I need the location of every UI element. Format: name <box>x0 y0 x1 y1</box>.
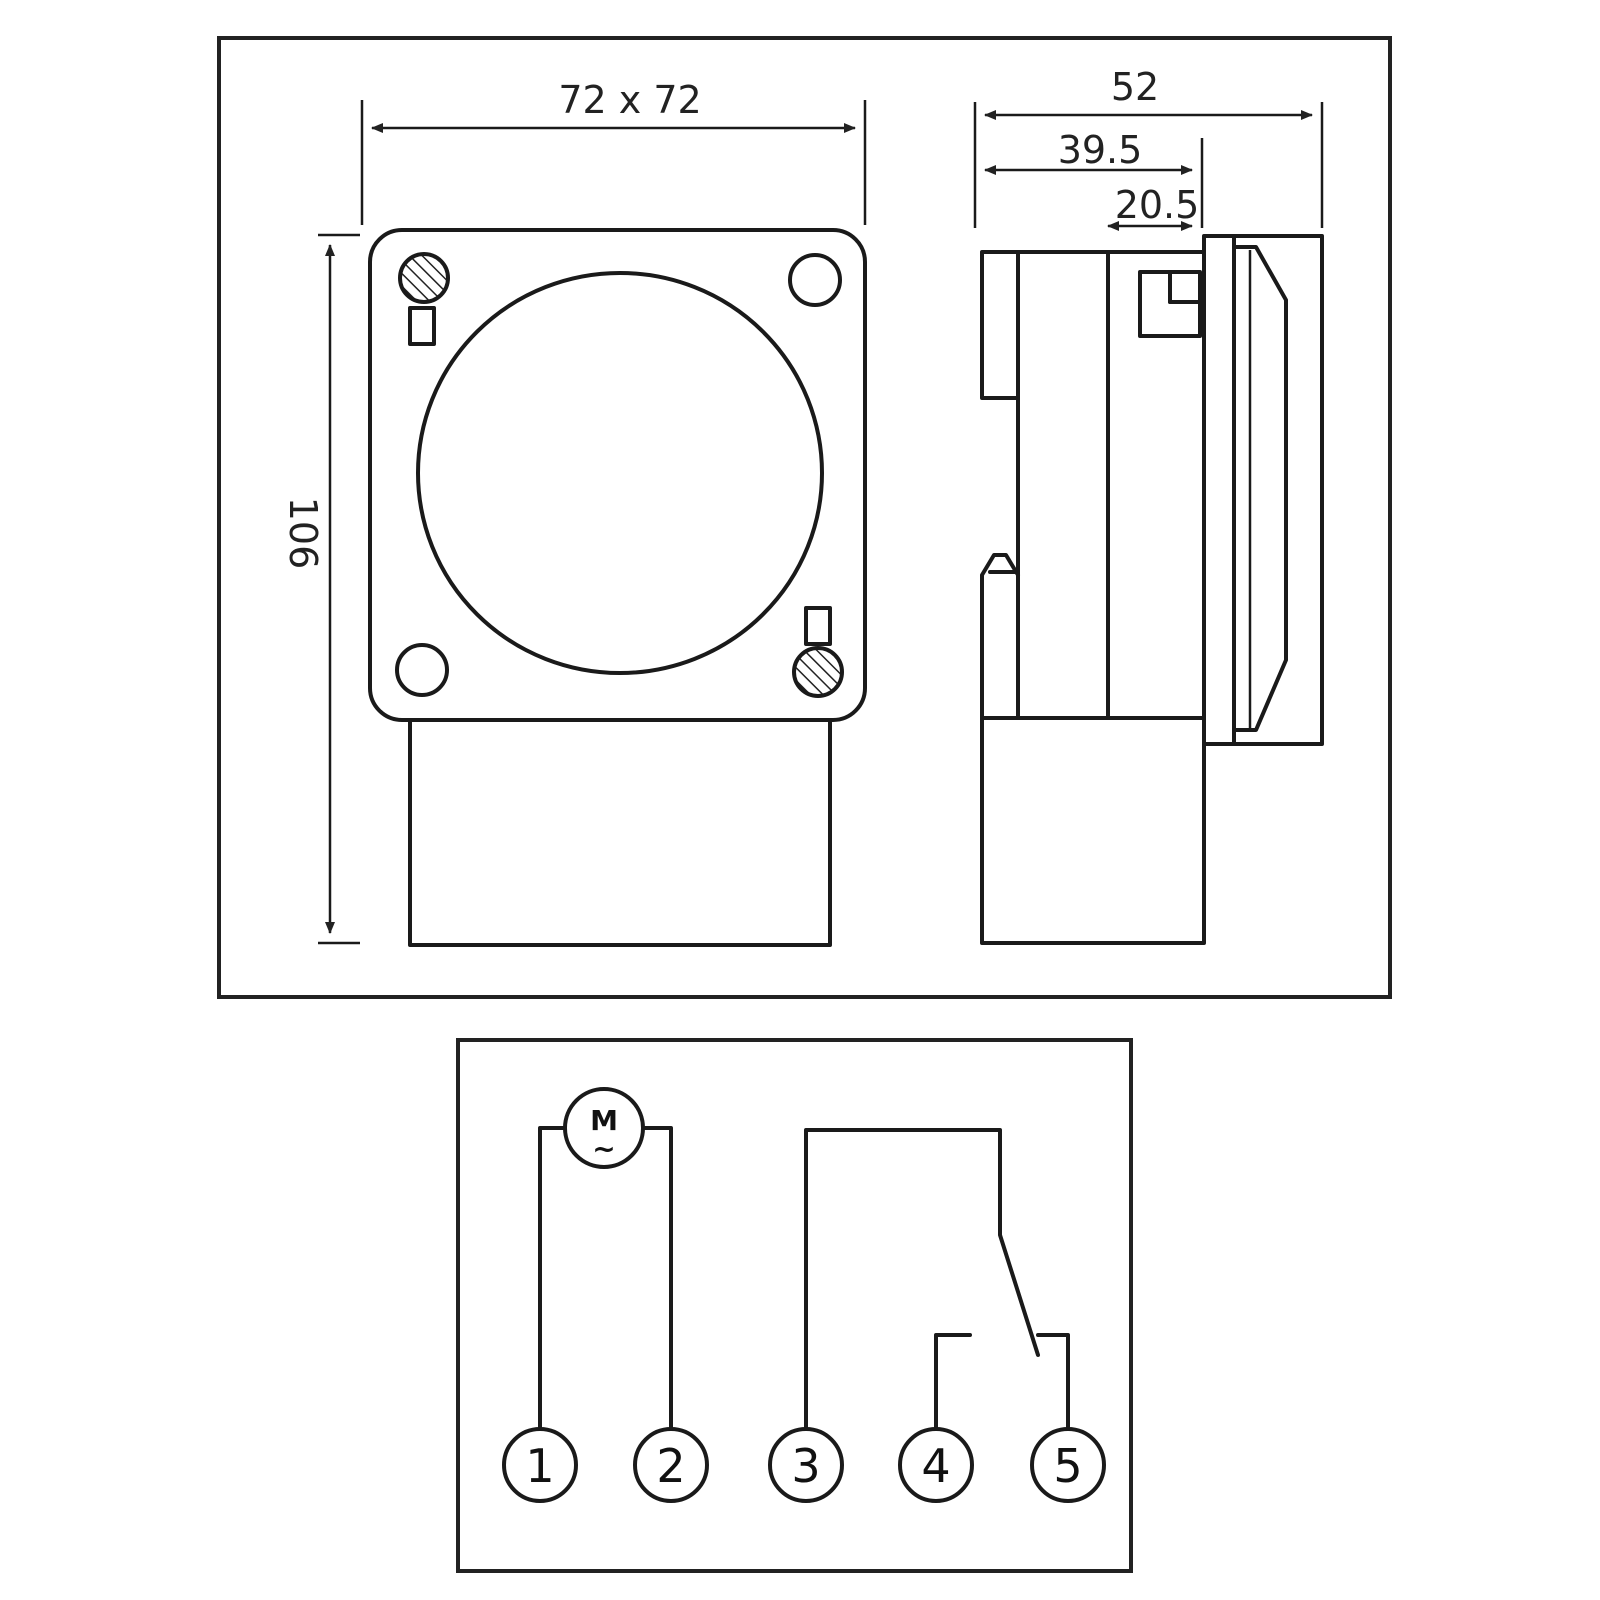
depth-body-label: 39.5 <box>1058 128 1143 172</box>
side-view <box>980 234 1324 945</box>
screw-slot <box>804 606 832 646</box>
mounting-hole <box>788 253 842 307</box>
width-label: 72 x 72 <box>558 78 701 122</box>
wiring-panel: M ~ 1 2 3 4 5 <box>456 1038 1133 1573</box>
terminal-circle-icon <box>633 1427 709 1503</box>
terminal-label: 1 <box>525 1439 554 1493</box>
mounting-hole <box>395 643 449 697</box>
switch-circuit <box>804 1128 1070 1430</box>
height-dimension: 106 <box>281 233 360 945</box>
terminal-label: 5 <box>1053 1439 1082 1493</box>
motor-wire-2 <box>642 1126 673 1430</box>
depth-front-label: 20.5 <box>1115 183 1200 227</box>
terminal-label: 4 <box>921 1439 950 1493</box>
switch-contact-4 <box>934 1333 972 1430</box>
depth-dimensions: 52 39.5 20.5 <box>973 65 1324 231</box>
terminal-circle-icon <box>1030 1427 1106 1503</box>
screw-icon <box>398 252 450 304</box>
terminal-label: 3 <box>791 1439 820 1493</box>
terminal-circle-icon <box>898 1427 974 1503</box>
side-bezel <box>1202 234 1236 746</box>
front-view <box>368 228 867 947</box>
motor-wire-1 <box>538 1126 566 1430</box>
screw-icon <box>792 646 844 698</box>
width-dimension: 72 x 72 <box>360 78 867 225</box>
terminal-3: 3 <box>768 1427 844 1503</box>
terminal-4: 4 <box>898 1427 974 1503</box>
rail-clip <box>980 553 1020 720</box>
terminal-label: 2 <box>656 1439 685 1493</box>
rail-clip <box>980 250 1020 400</box>
side-rear-body <box>1016 250 1206 720</box>
motor-icon <box>563 1087 645 1169</box>
screw-slot <box>408 306 436 346</box>
front-dial-window <box>416 271 824 675</box>
height-label: 106 <box>281 497 325 570</box>
terminal-circle-icon <box>768 1427 844 1503</box>
front-bezel <box>368 228 867 722</box>
switch-contact-5 <box>1036 1333 1070 1430</box>
front-lower-housing <box>408 718 832 947</box>
side-front-cover <box>1232 234 1324 746</box>
terminal-circle-icon <box>502 1427 578 1503</box>
side-lower-housing <box>980 716 1206 945</box>
terminal-1: 1 <box>502 1427 578 1503</box>
terminal-5: 5 <box>1030 1427 1106 1503</box>
side-lens-profile <box>1232 245 1288 732</box>
wiring-panel-frame <box>456 1038 1133 1573</box>
switch-common-wire <box>804 1128 1040 1430</box>
dimension-panel-frame <box>217 36 1392 999</box>
dimension-panel: 72 x 72 106 <box>217 36 1392 999</box>
terminal-2: 2 <box>633 1427 709 1503</box>
motor-ac-symbol: ~ <box>592 1132 615 1165</box>
motor-label: M <box>590 1104 618 1137</box>
depth-total-label: 52 <box>1111 65 1159 109</box>
motor-circuit: M ~ <box>538 1087 673 1430</box>
